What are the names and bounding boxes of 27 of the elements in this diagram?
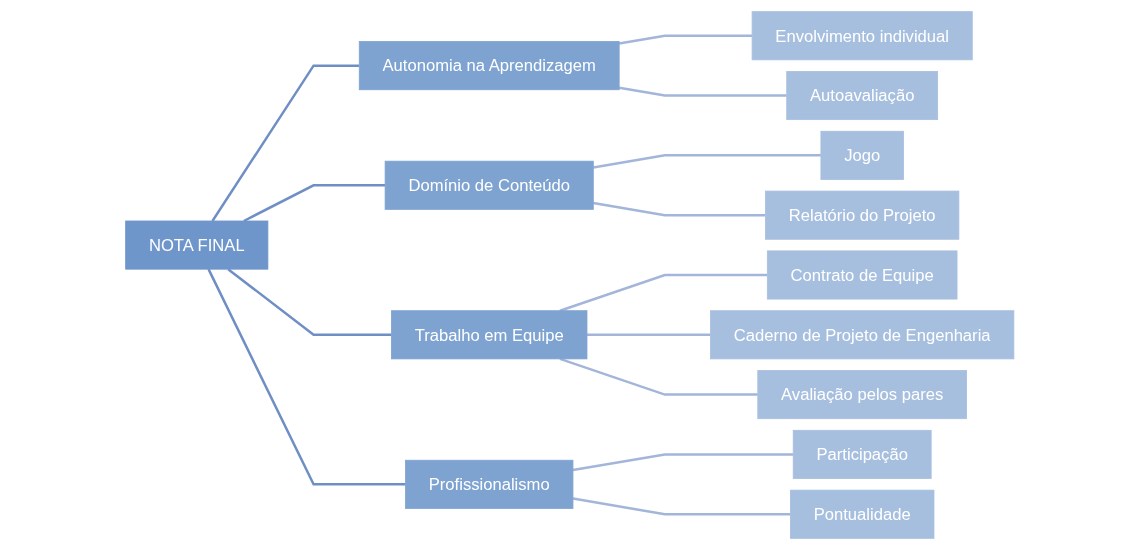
node-box: Caderno de Projeto de Engenharia: [709, 310, 1014, 360]
connector: [592, 154, 821, 169]
node-box: Domínio de Conteúdo: [384, 160, 594, 210]
node-box: NOTA FINAL: [125, 220, 269, 270]
connector: [592, 201, 766, 217]
connector: [559, 357, 758, 396]
node-box: Envolvimento individual: [751, 11, 973, 61]
connector: [572, 453, 793, 472]
connector: [207, 268, 406, 486]
connector: [586, 333, 711, 337]
node-box: Profissionalismo: [404, 459, 574, 509]
node-box: Pontualidade: [789, 489, 935, 539]
connector: [559, 273, 768, 312]
node-box: Autonomia na Aprendizagem: [358, 41, 620, 91]
node-box: Jogo: [820, 130, 904, 180]
connector: [618, 86, 787, 97]
connector: [572, 497, 791, 516]
node-box: Contrato de Equipe: [766, 250, 958, 300]
node-box: Autoavaliação: [786, 71, 938, 121]
connector: [211, 64, 359, 222]
node-box: Avaliação pelos pares: [757, 370, 967, 420]
node-box: Relatório do Projeto: [764, 190, 960, 240]
connector: [227, 268, 392, 337]
node-box: Trabalho em Equipe: [390, 310, 588, 360]
node-box: Participação: [792, 429, 932, 479]
connector: [243, 184, 385, 223]
connector: [618, 34, 752, 45]
